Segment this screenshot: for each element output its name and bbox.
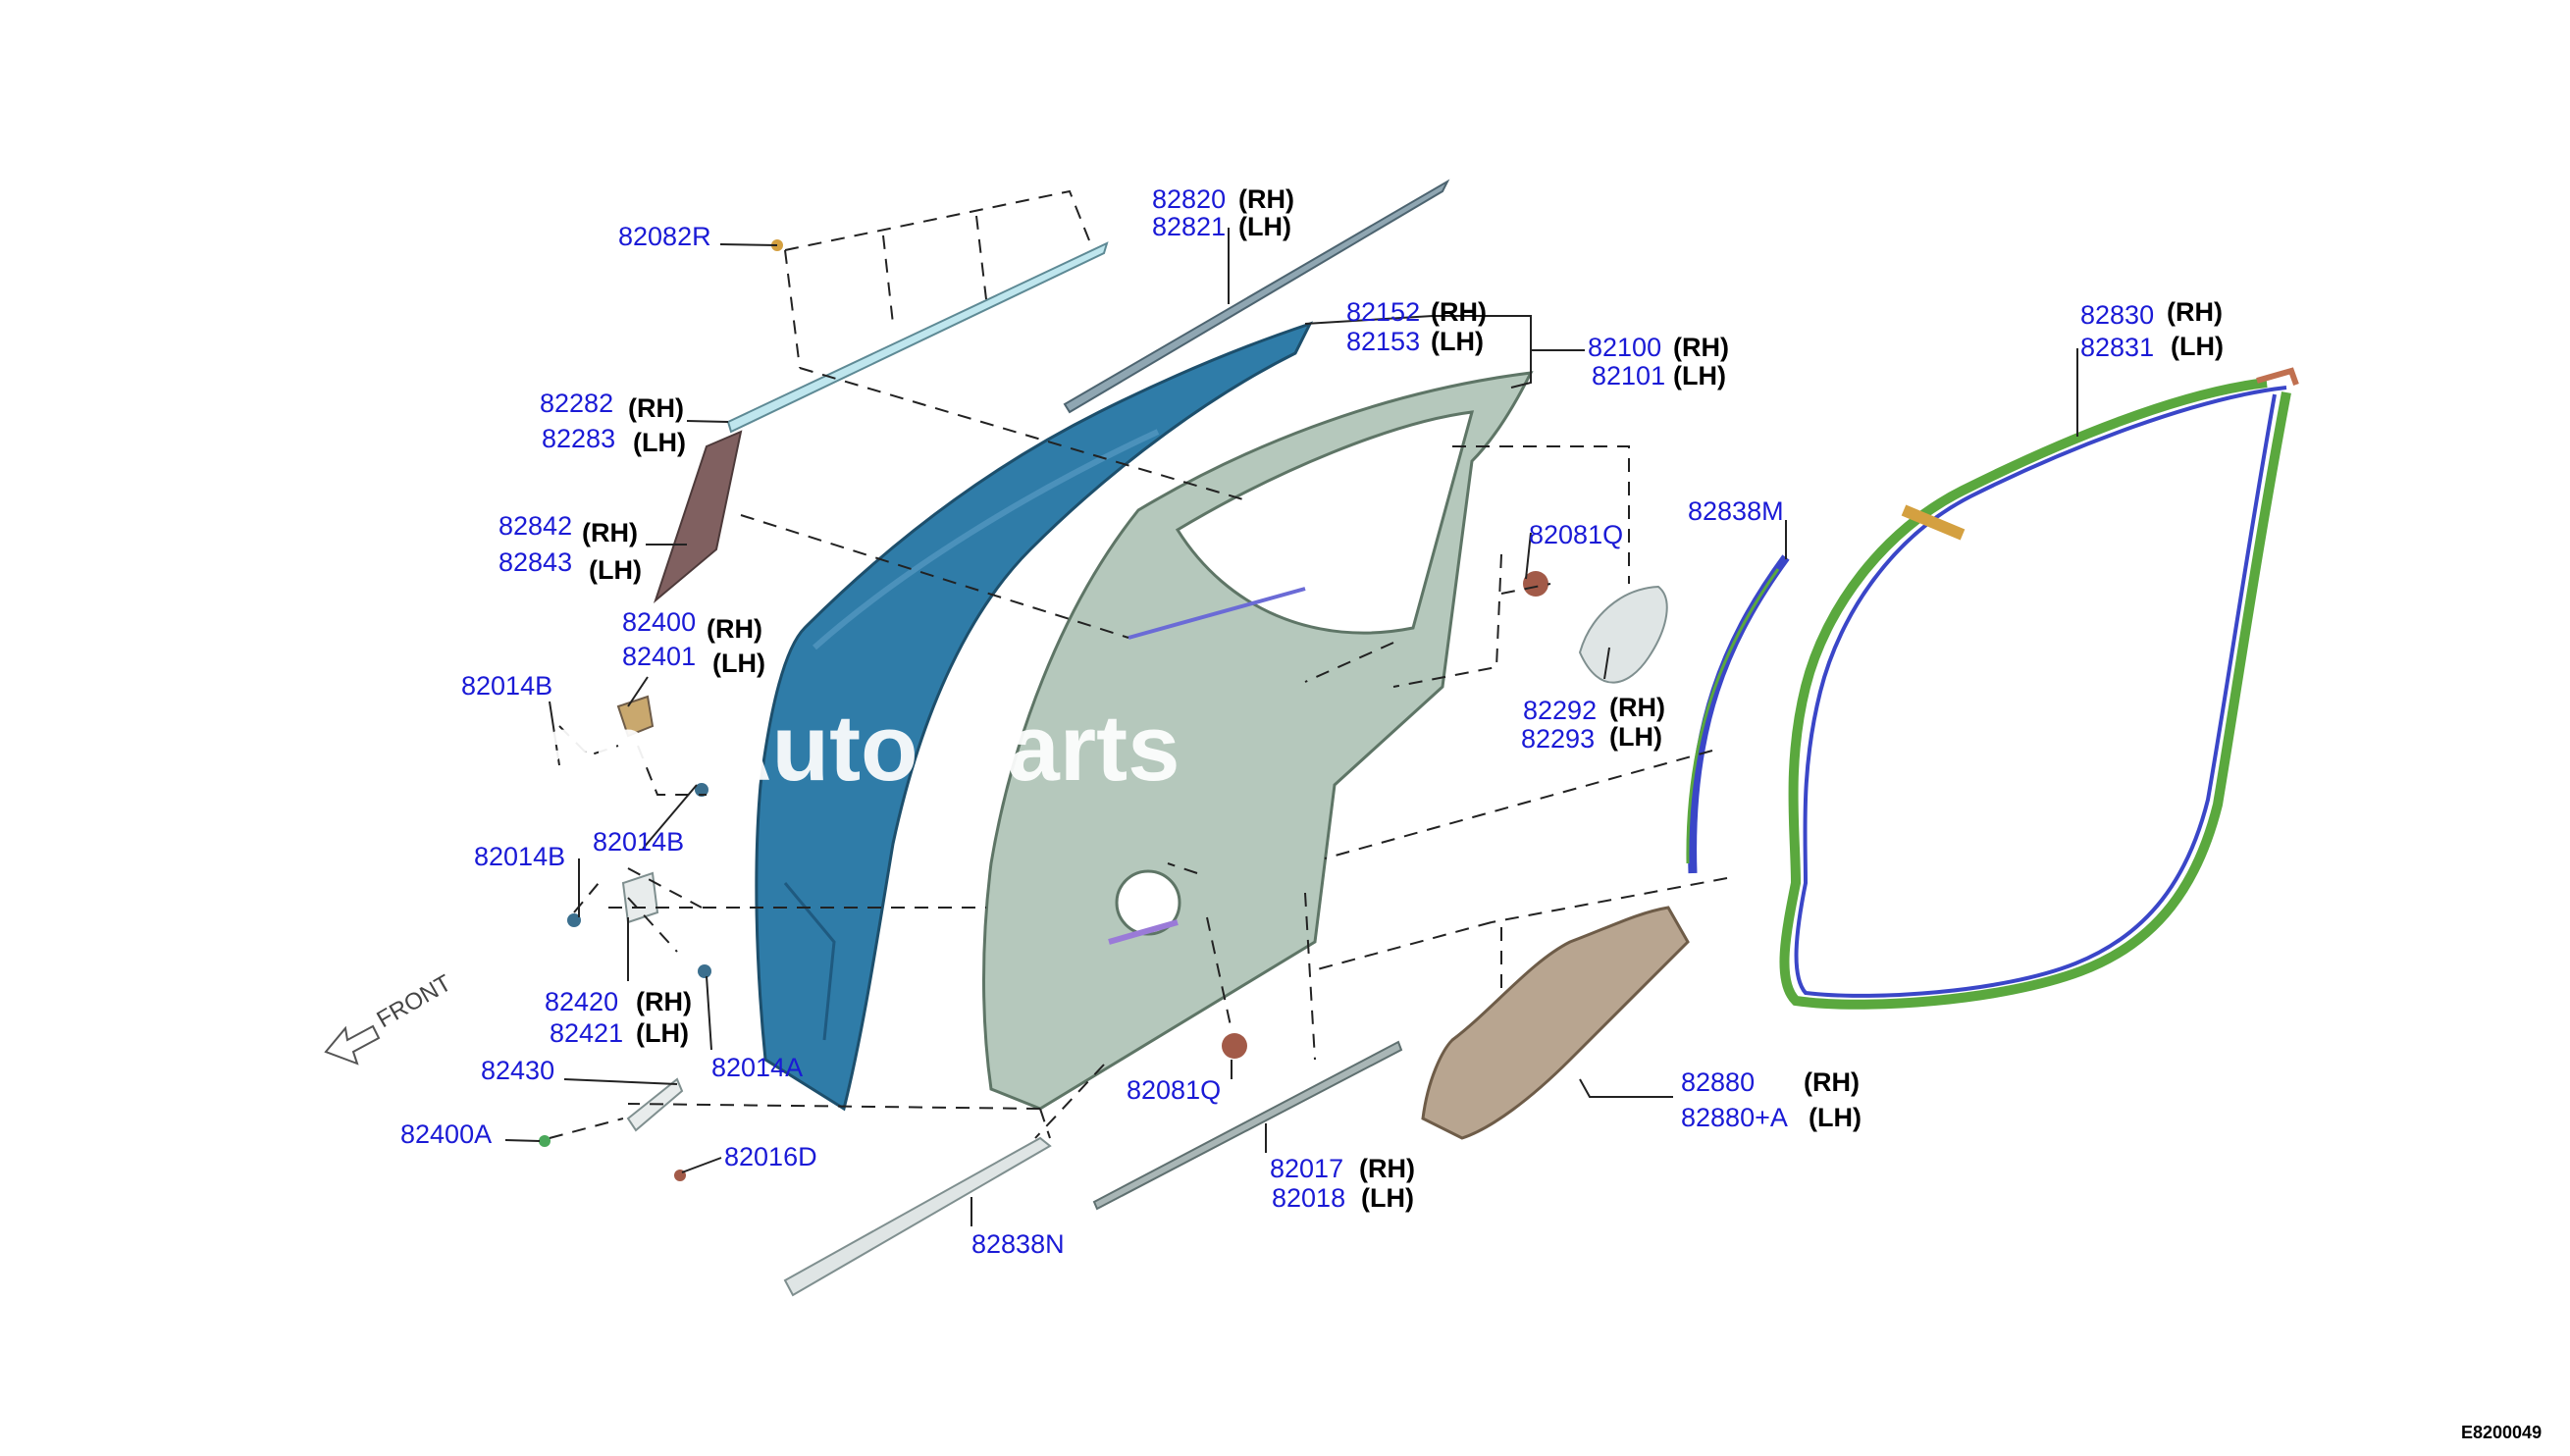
- label-82821: 82821: [1152, 212, 1226, 241]
- label-82880A: 82880+A: [1681, 1103, 1788, 1132]
- side-82820: (RH): [1238, 184, 1294, 214]
- label-82420: 82420: [545, 987, 618, 1016]
- label-82401: 82401: [622, 642, 696, 671]
- side-82100: (RH): [1673, 333, 1729, 362]
- label-82293: 82293: [1521, 724, 1595, 754]
- label-82292: 82292: [1523, 696, 1597, 725]
- pillar-cover-82842: [653, 430, 743, 604]
- front-label: FRONT: [373, 969, 456, 1033]
- lower-hinge-82420: [621, 871, 659, 924]
- label-82838M: 82838M: [1688, 496, 1784, 526]
- fastener-82014A: [698, 964, 711, 978]
- label-82400: 82400: [622, 607, 696, 637]
- side-82101: (LH): [1673, 361, 1726, 390]
- label-82017: 82017: [1270, 1154, 1343, 1183]
- side-82831: (LH): [2171, 332, 2224, 361]
- plug-82081Q-lower: [1222, 1033, 1247, 1059]
- side-82821: (LH): [1238, 212, 1291, 241]
- upper-hinge-82400: [616, 695, 655, 738]
- side-82420: (RH): [636, 987, 692, 1016]
- label-82101: 82101: [1592, 361, 1665, 390]
- front-arrow-icon: [324, 1024, 381, 1066]
- side-82842: (RH): [582, 518, 638, 547]
- label-82018: 82018: [1272, 1183, 1345, 1213]
- label-82100: 82100: [1588, 333, 1661, 362]
- side-82421: (LH): [636, 1018, 689, 1048]
- label-82081Q-lower: 82081Q: [1127, 1075, 1221, 1105]
- inner-door-frame: [982, 371, 1534, 1111]
- assembly-dashed-lines: [549, 189, 1728, 1139]
- label-82016D: 82016D: [724, 1142, 817, 1171]
- label-82014B-top: 82014B: [461, 671, 552, 701]
- outer-door-panel: [755, 321, 1313, 1112]
- plug-82081Q-upper: [1523, 571, 1548, 597]
- door-weatherstrip-82830: [1779, 367, 2299, 1010]
- side-82282: (RH): [628, 393, 684, 423]
- sash-molding-82820: [1063, 179, 1450, 414]
- label-82152: 82152: [1346, 297, 1420, 327]
- side-82018: (LH): [1361, 1183, 1414, 1213]
- watermark: ant Auto Parts: [540, 696, 1180, 801]
- illustration-code: E8200049: [2461, 1423, 2542, 1442]
- fastener-82014B-upper: [695, 783, 708, 797]
- front-direction-indicator: FRONT: [324, 969, 456, 1066]
- label-82153: 82153: [1346, 327, 1420, 356]
- label-82880: 82880: [1681, 1067, 1755, 1097]
- label-82838N: 82838N: [971, 1229, 1065, 1259]
- label-82081Q-upper: 82081Q: [1529, 520, 1623, 549]
- label-82843: 82843: [498, 547, 572, 577]
- side-82017: (RH): [1359, 1154, 1415, 1183]
- label-82820: 82820: [1152, 184, 1226, 214]
- fastener-82014B-lower: [567, 913, 581, 927]
- side-82293: (LH): [1609, 722, 1662, 752]
- fastener-82400A: [539, 1135, 551, 1147]
- side-82830: (RH): [2167, 297, 2223, 327]
- label-82430: 82430: [481, 1056, 554, 1085]
- side-82880A: (LH): [1809, 1103, 1862, 1132]
- label-82842: 82842: [498, 511, 572, 541]
- side-82292: (RH): [1609, 693, 1665, 722]
- side-82152: (RH): [1431, 297, 1487, 327]
- label-82400A: 82400A: [400, 1119, 492, 1149]
- molding-82282: [726, 241, 1109, 434]
- label-82014B-middle: 82014B: [593, 827, 684, 857]
- label-82421: 82421: [550, 1018, 623, 1048]
- side-82843: (LH): [589, 555, 642, 585]
- label-82014B-left: 82014B: [474, 842, 565, 871]
- sill-molding-82838N: [783, 1136, 1052, 1297]
- label-82830: 82830: [2080, 300, 2154, 330]
- label-82082R: 82082R: [618, 222, 711, 251]
- label-82282: 82282: [540, 389, 613, 418]
- label-82014A: 82014A: [711, 1053, 803, 1082]
- side-82880: (RH): [1804, 1067, 1860, 1097]
- leader-lines: [504, 228, 2078, 1226]
- side-82153: (LH): [1431, 327, 1484, 356]
- side-82283: (LH): [633, 428, 686, 457]
- side-82401: (LH): [712, 649, 765, 678]
- side-82400: (RH): [707, 614, 762, 644]
- trim-pad-82880: [1421, 906, 1690, 1140]
- mirror-base-82292: [1578, 585, 1668, 684]
- label-82283: 82283: [542, 424, 615, 453]
- molding-82017: [1092, 1040, 1403, 1211]
- label-82831: 82831: [2080, 333, 2154, 362]
